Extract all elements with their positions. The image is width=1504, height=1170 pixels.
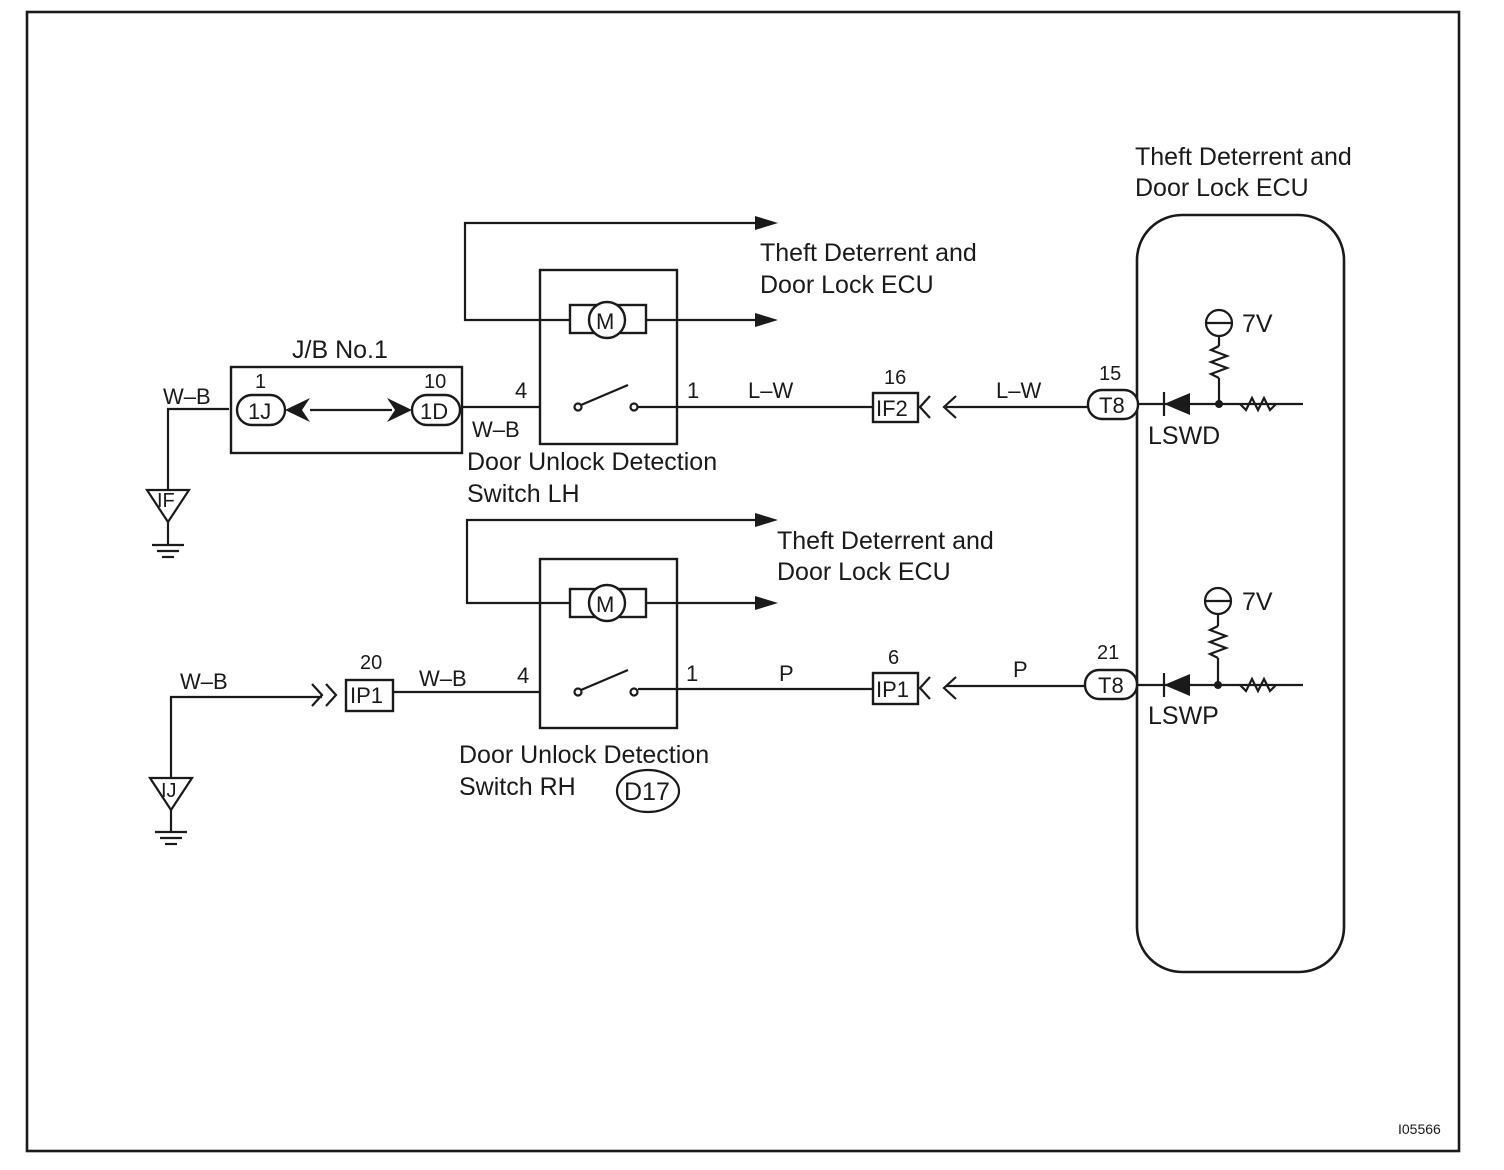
arrow-to-ecu-rh-bottom-icon xyxy=(755,596,778,610)
connector-ip1-left-label: IP1 xyxy=(350,683,383,708)
switch-rh: M xyxy=(538,557,679,730)
switch-rh-pin-in: 4 xyxy=(517,663,529,688)
connector-t8-bottom-pin: 21 xyxy=(1097,642,1119,664)
connector-ip1-right-pin: 6 xyxy=(888,647,899,669)
part-code-d17: D17 xyxy=(624,778,670,806)
connector-if2-pin: 16 xyxy=(884,367,906,389)
diagram-id: I05566 xyxy=(1398,1121,1441,1137)
connector-t8-top-pin: 15 xyxy=(1099,363,1121,385)
outer-frame xyxy=(25,10,1461,1153)
part-code-badge xyxy=(615,768,681,814)
jb-arrow-right-icon xyxy=(387,398,412,422)
wire-label-lw-left: L–W xyxy=(748,378,793,403)
switch-lh-label-line1: Door Unlock Detection xyxy=(467,448,717,476)
resistor-pullup-top-icon xyxy=(1207,345,1231,379)
junction-block-label: J/B No.1 xyxy=(292,336,388,364)
voltage-top-label: 7V xyxy=(1242,310,1273,338)
wire-label-wb-switch-lh: W–B xyxy=(472,417,520,442)
diode-lswd-icon xyxy=(1164,393,1190,415)
ground-ij-label: IJ xyxy=(161,780,177,802)
switch-lh-motor-icon: M xyxy=(596,309,614,334)
switch-lh-pin-out: 1 xyxy=(687,378,699,403)
ecu-ref-lh-line2: Door Lock ECU xyxy=(760,271,934,299)
connector-if2-label: IF2 xyxy=(876,396,908,421)
switch-rh-label-line2: Switch RH xyxy=(459,773,576,801)
switch-lh: M xyxy=(538,268,679,446)
ground-if-label: IF xyxy=(157,490,175,512)
ecu-body xyxy=(1135,213,1346,974)
switch-rh-motor-icon: M xyxy=(596,592,614,617)
arrow-to-ecu-lh-bottom-icon xyxy=(755,313,778,327)
signal-lswd-label: LSWD xyxy=(1148,422,1220,450)
switch-lh-pin-in: 4 xyxy=(515,378,527,403)
connector-ip1-left: IP1 20 xyxy=(311,652,395,713)
ecu-input-circuit-lswp: 7V LSWP xyxy=(1137,586,1303,730)
connector-ip1-right-label: IP1 xyxy=(876,677,909,702)
connector-t8-top-label: T8 xyxy=(1099,393,1125,418)
junction-block: J/B No.1 1 1J 10 1D xyxy=(229,336,464,455)
switch-lh-label-line2: Switch LH xyxy=(467,480,580,508)
resistor-series-bottom-icon xyxy=(1239,676,1277,694)
arrow-to-ecu-rh-top-icon xyxy=(755,513,778,527)
wire-label-wb-ground-lh: W–B xyxy=(163,384,211,409)
connector-t8-bottom-label: T8 xyxy=(1098,673,1124,698)
ecu-ref-rh-line1: Theft Deterrent and xyxy=(777,527,994,555)
jb-connector-1j: 1J xyxy=(248,399,271,424)
jb-connector-1d: 1D xyxy=(420,399,448,424)
wire-label-lw-right: L–W xyxy=(996,378,1041,403)
wire-label-wb-switch-rh: W–B xyxy=(419,666,467,691)
arrow-to-ecu-lh-top-icon xyxy=(755,216,778,230)
wire-label-p-left: P xyxy=(779,661,794,686)
ecu-ref-rh-line2: Door Lock ECU xyxy=(777,558,951,586)
voltage-bottom-label: 7V xyxy=(1242,588,1273,616)
ground-ij: IJ xyxy=(147,695,322,846)
connector-ip1-right: IP1 6 xyxy=(871,647,957,706)
connector-t8-bottom: 21 T8 xyxy=(1083,642,1139,701)
ecu-input-circuit-lswd: 7V LSWD xyxy=(1138,308,1303,450)
connector-t8-top: 15 T8 xyxy=(1086,363,1140,421)
ground-if: IF xyxy=(144,407,229,559)
wire-label-p-right: P xyxy=(1013,657,1028,682)
connector-ip1-left-pin: 20 xyxy=(360,652,382,674)
jb-pin-left: 1 xyxy=(255,371,266,393)
ecu-title-line1: Theft Deterrent and xyxy=(1135,143,1352,171)
ecu-title-line2: Door Lock ECU xyxy=(1135,174,1309,202)
jb-pin-right: 10 xyxy=(424,371,446,393)
switch-rh-pin-out: 1 xyxy=(686,661,698,686)
connector-if2: IF2 16 xyxy=(871,367,957,424)
resistor-series-top-icon xyxy=(1239,395,1277,413)
diode-lswp-icon xyxy=(1164,674,1190,696)
wire-label-wb-ground-rh: W–B xyxy=(180,669,228,694)
ecu-ref-lh-line1: Theft Deterrent and xyxy=(760,239,977,267)
signal-lswp-label: LSWP xyxy=(1148,702,1219,730)
jb-arrow-left-icon xyxy=(285,398,310,422)
resistor-pullup-bottom-icon xyxy=(1206,625,1230,659)
switch-rh-label-line1: Door Unlock Detection xyxy=(459,741,709,769)
